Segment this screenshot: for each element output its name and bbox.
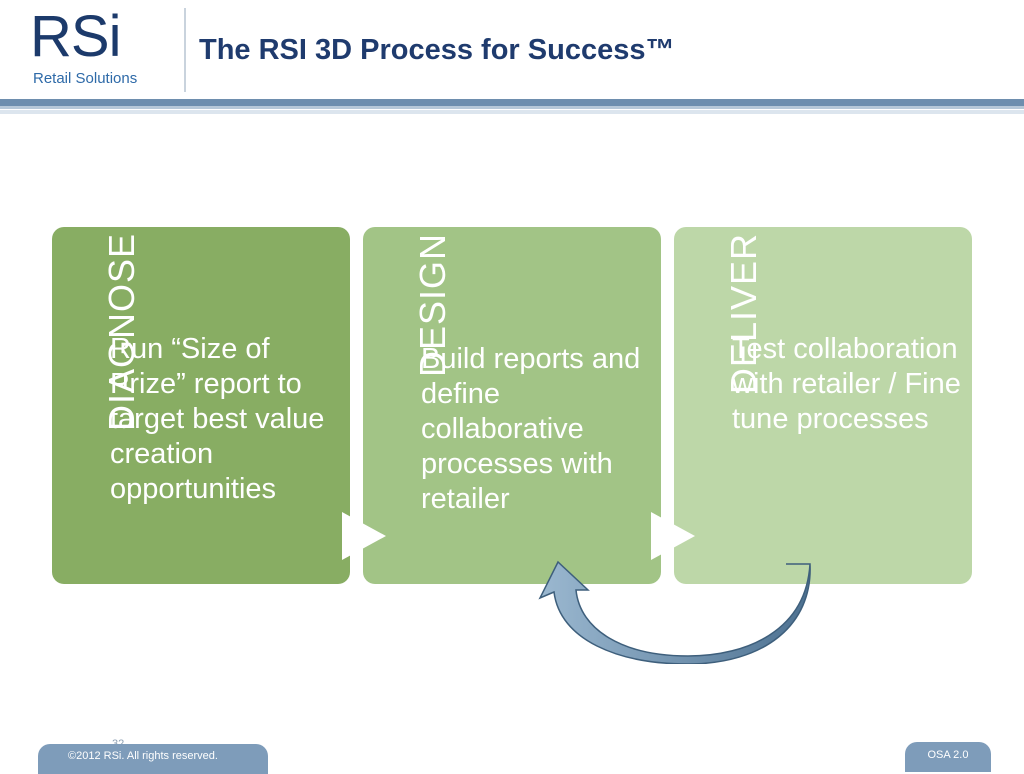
header-band-light [0, 106, 1024, 109]
logo-tagline: Retail Solutions [33, 70, 138, 87]
rsi-logo: RSi Retail Solutions [30, 8, 160, 90]
header-band-lighter [0, 110, 1024, 114]
slide-title: The RSI 3D Process for Success™ [199, 34, 675, 66]
step-description: Run “Size of Prize” report to target bes… [110, 333, 325, 505]
arrow-right-icon [651, 512, 695, 560]
process-step-diagnose: DIAGNOSE Run “Size of Prize” report to t… [52, 227, 350, 584]
copyright-text: ©2012 RSi. All rights reserved. [68, 750, 218, 762]
step-description: Build reports and define collaborative p… [421, 343, 641, 515]
process-step-deliver: DELIVER Test collaboration with retailer… [674, 227, 972, 584]
header-divider [184, 8, 186, 92]
feedback-loop-arrow-icon [538, 560, 811, 664]
version-badge: OSA 2.0 [927, 749, 969, 761]
process-step-design: DESIGN Build reports and define collabor… [363, 227, 661, 584]
header-band [0, 99, 1024, 106]
arrow-right-icon [342, 512, 386, 560]
logo-wordmark: RSi [30, 4, 121, 69]
footer-tab-right: OSA 2.0 [905, 742, 991, 772]
step-description: Test collaboration with retailer / Fine … [732, 333, 961, 435]
